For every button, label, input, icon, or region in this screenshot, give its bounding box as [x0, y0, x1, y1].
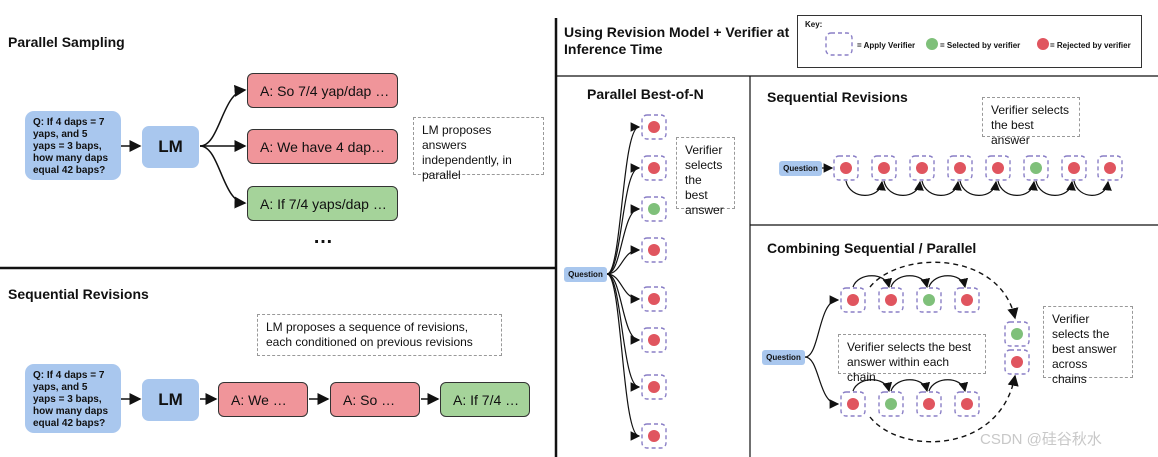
- sequential-lm-box: LM: [142, 379, 199, 421]
- seq-rev-node: [1097, 155, 1123, 181]
- combined-top-node: [954, 287, 980, 313]
- combined-title: Combining Sequential / Parallel: [767, 240, 977, 256]
- best-of-n-title: Parallel Best-of-N: [587, 86, 704, 102]
- combined-bottom-node: [954, 391, 980, 417]
- parallel-answer-1: A: So 7/4 yap/dap …: [247, 73, 398, 108]
- best-of-n-node: [641, 286, 667, 312]
- best-of-n-question: Question: [564, 267, 607, 282]
- parallel-answer-2: A: We have 4 dap…: [247, 129, 398, 164]
- combined-final-node: [1004, 349, 1030, 375]
- seq-rev-node: [1023, 155, 1049, 181]
- legend-apply-text: = Apply Verifier: [857, 41, 916, 50]
- seq-rev-node: [871, 155, 897, 181]
- best-of-n-node: [641, 155, 667, 181]
- watermark: CSDN @硅谷秋水: [980, 431, 1102, 448]
- sequential-note: LM proposes a sequence of revisions, eac…: [257, 314, 502, 356]
- seq-rev-node: [833, 155, 859, 181]
- sequential-answer-1: A: We …: [218, 382, 308, 417]
- sequential-question-box: Q: If 4 daps = 7 yaps, and 5 yaps = 3 ba…: [25, 364, 121, 433]
- combined-chain-note: Verifier selects the best answer within …: [838, 334, 986, 384]
- combined-top-node: [840, 287, 866, 313]
- combined-top-node: [916, 287, 942, 313]
- seq-rev-title: Sequential Revisions: [767, 89, 908, 105]
- legend-selected-icon: [926, 38, 938, 50]
- combined-question: Question: [762, 350, 805, 365]
- seq-rev-note: Verifier selects the best answer: [982, 97, 1080, 147]
- sequential-revisions-title: Sequential Revisions: [8, 286, 149, 302]
- seq-rev-node: [947, 155, 973, 181]
- parallel-note: LM proposes answers independently, in pa…: [413, 117, 544, 182]
- legend-key: [797, 15, 1142, 68]
- parallel-lm-box: LM: [142, 126, 199, 168]
- combined-bottom-node: [840, 391, 866, 417]
- combined-final-node: [1004, 321, 1030, 347]
- best-of-n-node: [641, 114, 667, 140]
- combined-bottom-node: [878, 391, 904, 417]
- seq-rev-node: [985, 155, 1011, 181]
- best-of-n-note: Verifier selects the best answer: [676, 137, 735, 217]
- parallel-sampling-title: Parallel Sampling: [8, 34, 125, 50]
- seq-rev-node: [909, 155, 935, 181]
- parallel-answer-3: A: If 7/4 yaps/dap …: [247, 186, 398, 221]
- best-of-n-node: [641, 237, 667, 263]
- combined-across-note: Verifier selects the best answer across …: [1043, 306, 1133, 386]
- parallel-ellipsis: …: [313, 226, 333, 248]
- legend-label: Key:: [805, 20, 823, 29]
- combined-top-node: [878, 287, 904, 313]
- right-title: Using Revision Model + Verifier at Infer…: [564, 24, 790, 57]
- sequential-answer-3: A: If 7/4 …: [440, 382, 530, 417]
- legend-apply-icon: [825, 32, 853, 56]
- seq-rev-node: [1061, 155, 1087, 181]
- best-of-n-node: [641, 327, 667, 353]
- best-of-n-node: [641, 374, 667, 400]
- best-of-n-node: [641, 423, 667, 449]
- legend-rejected-text: = Rejected by verifier: [1050, 41, 1131, 50]
- seq-rev-question: Question: [779, 161, 822, 176]
- sequential-answer-2: A: So …: [330, 382, 420, 417]
- parallel-question-box: Q: If 4 daps = 7 yaps, and 5 yaps = 3 ba…: [25, 111, 121, 180]
- best-of-n-node: [641, 196, 667, 222]
- legend-selected-text: = Selected by verifier: [940, 41, 1021, 50]
- combined-bottom-node: [916, 391, 942, 417]
- legend-rejected-icon: [1037, 38, 1049, 50]
